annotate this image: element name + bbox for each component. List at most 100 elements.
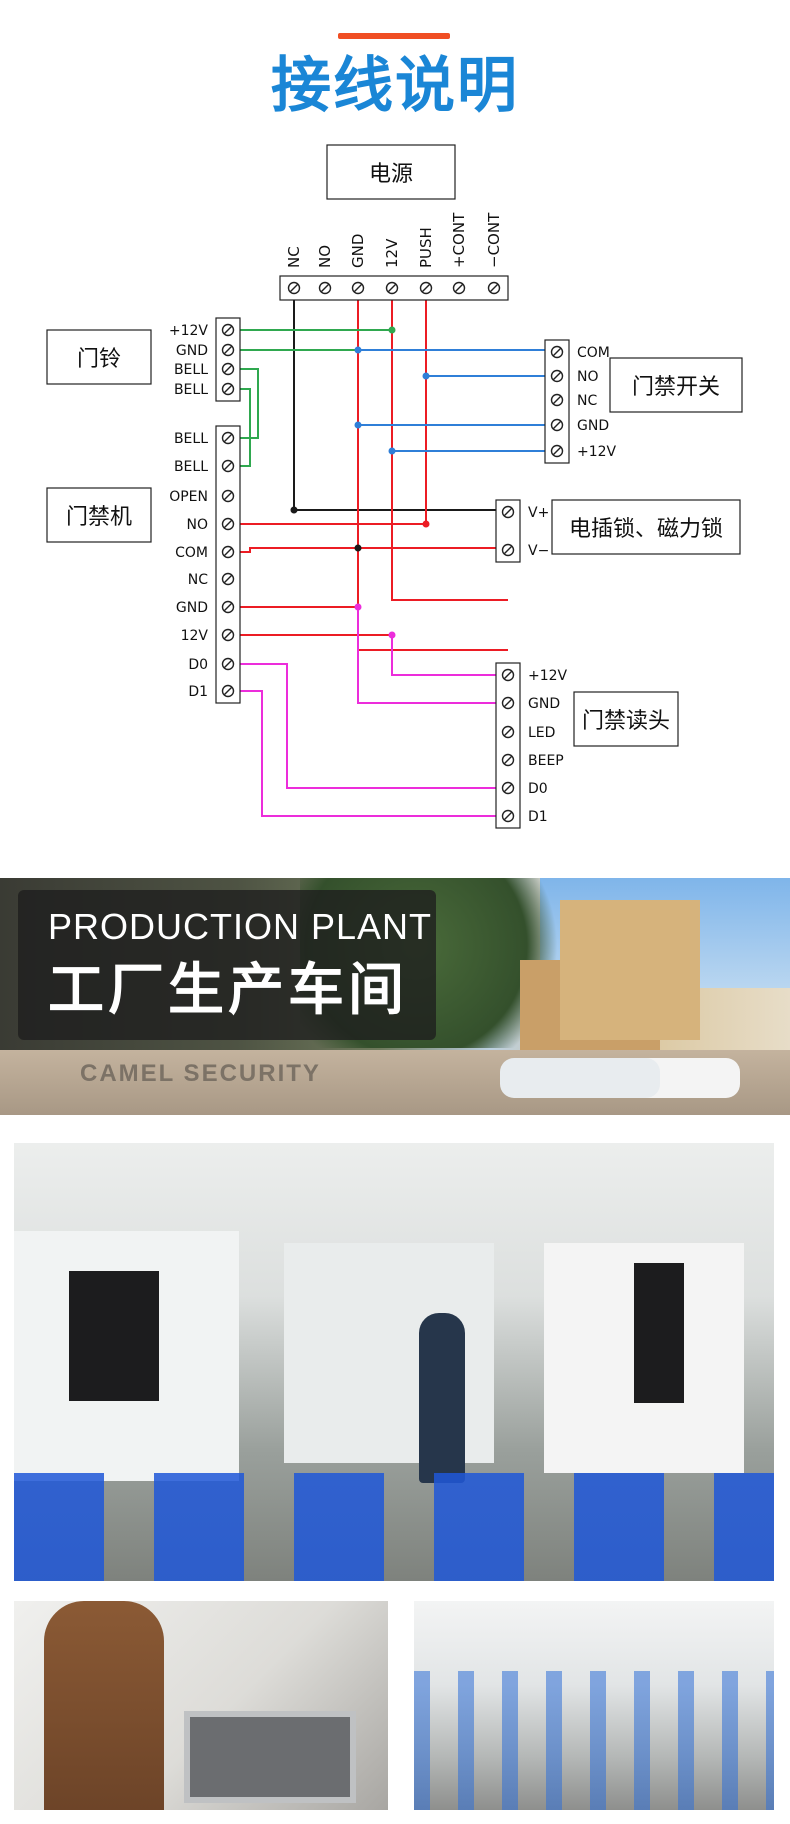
terminal-screw: [287, 281, 301, 295]
terminal-screw: [318, 281, 332, 295]
plant-title-en: PRODUCTION PLANT: [48, 906, 433, 947]
terminal-screw: [452, 281, 466, 295]
factory-building: [560, 900, 700, 1040]
power-terminal-label: −CONT: [485, 212, 503, 268]
worker-with-fixture-photo: [14, 1601, 388, 1810]
terminal-screw: [501, 809, 515, 823]
reader-terminal-block: [495, 662, 521, 829]
terminal-screw: [221, 459, 235, 473]
terminal-screw: [221, 600, 235, 614]
machine-panel: [634, 1263, 684, 1403]
exit-switch-terminal-label: +12V: [577, 444, 617, 460]
wire-push-to-controller-no: [238, 294, 427, 525]
power-terminal-label: NO: [316, 245, 334, 268]
terminal-screw: [550, 393, 564, 407]
lock-terminal-label: V+: [528, 505, 549, 521]
page-title: 接线说明: [271, 51, 519, 121]
terminal-screw: [501, 753, 515, 767]
junction-dot: [388, 447, 396, 455]
junction-dot: [290, 506, 298, 514]
wire-com-to-lock: [238, 547, 497, 553]
exit-switch-terminal-label: NO: [577, 369, 599, 385]
plant-title-zh: 工厂生产车间: [48, 958, 408, 1023]
power-terminal-label: +CONT: [450, 212, 468, 268]
doorbell-terminal-label: BELL: [174, 362, 208, 378]
terminal-screw: [501, 696, 515, 710]
terminal-screw: [550, 418, 564, 432]
wire-d0: [238, 663, 497, 789]
terminal-screw: [221, 517, 235, 531]
lock-box: 电插锁、磁力锁: [551, 499, 741, 555]
wire-nc-to-lock: [293, 294, 497, 511]
terminal-screw: [221, 323, 235, 337]
exit-switch-terminal-label: COM: [577, 345, 610, 361]
exit-switch-terminal-label: NC: [577, 393, 597, 409]
controller-terminal-label: D0: [188, 657, 208, 673]
terminal-screw: [550, 444, 564, 458]
controller-terminal-label: GND: [176, 600, 208, 616]
doorbell-box: 门铃: [46, 329, 152, 385]
terminal-screw: [221, 382, 235, 396]
wire-bell-to-controller: [238, 368, 259, 439]
worker: [419, 1313, 465, 1483]
parked-cars: [500, 1058, 660, 1098]
power-box: 电源: [326, 144, 456, 200]
terminal-screw: [385, 281, 399, 295]
controller-terminal-label: NO: [187, 517, 209, 533]
reader-label: 门禁读头: [582, 709, 670, 734]
reader-terminal-label: D0: [528, 781, 548, 797]
terminal-screw: [221, 628, 235, 642]
terminal-screw: [221, 362, 235, 376]
terminal-screw: [221, 684, 235, 698]
controller-label: 门禁机: [66, 505, 132, 530]
power-terminal-label: NC: [285, 246, 303, 268]
terminal-screw: [501, 668, 515, 682]
terminal-screw: [550, 345, 564, 359]
terminal-screw: [487, 281, 501, 295]
wire-gnd-trunk: [357, 294, 508, 651]
reader-terminal-label: LED: [528, 725, 555, 741]
wire-bell2-to-controller: [238, 388, 251, 467]
reader-terminal-label: BEEP: [528, 753, 564, 769]
junction-dot: [354, 544, 362, 552]
controller-terminal-label: OPEN: [169, 489, 208, 505]
terminal-screw: [221, 343, 235, 357]
controller-terminal-label: 12V: [181, 628, 209, 644]
junction-dot: [388, 326, 396, 334]
assembly-line-photo: [414, 1601, 774, 1810]
junction-dot: [422, 520, 430, 528]
lock-label: 电插锁、磁力锁: [569, 517, 723, 542]
reader-terminal-label: +12V: [528, 668, 568, 684]
terminal-screw: [501, 543, 515, 557]
junction-dot: [354, 346, 362, 354]
title-accent-bar: [338, 33, 450, 39]
power-terminal-label: GND: [349, 234, 367, 268]
fixture: [184, 1711, 356, 1803]
junction-dots: [290, 326, 430, 639]
terminal-screw: [351, 281, 365, 295]
controller-box: 门禁机: [46, 487, 152, 543]
wire-d1: [238, 690, 497, 817]
reader-terminal-label: GND: [528, 696, 560, 712]
wire-reader-gnd: [357, 607, 497, 704]
junction-dot: [354, 603, 362, 611]
blue-crates: [14, 1473, 774, 1581]
machine-panel: [69, 1271, 159, 1401]
reader-terminal-label: D1: [528, 809, 548, 825]
doorbell-terminal-label: BELL: [174, 382, 208, 398]
terminal-screw: [550, 369, 564, 383]
exit-switch-terminal-label: GND: [577, 418, 609, 434]
controller-terminal-label: BELL: [174, 431, 208, 447]
exit-switch-label: 门禁开关: [632, 375, 720, 400]
terminal-screw: [221, 657, 235, 671]
wire-reader-12v: [391, 635, 497, 676]
wire-12v-trunk: [391, 294, 508, 601]
assembly-lines: [414, 1671, 774, 1810]
controller-terminal-label: BELL: [174, 459, 208, 475]
terminal-blocks: NC NO GND 12V PUSH +CONT −CONT +12V GND BELL BELL B…: [169, 212, 617, 829]
terminal-screw: [501, 781, 515, 795]
production-plant-photo: CAMEL SECURITY PRODUCTION PLANT 工厂生产车间: [0, 878, 790, 1115]
exit-switch-box: 门禁开关: [609, 357, 743, 413]
power-label: 电源: [369, 162, 413, 187]
power-terminal-label: PUSH: [417, 227, 435, 268]
